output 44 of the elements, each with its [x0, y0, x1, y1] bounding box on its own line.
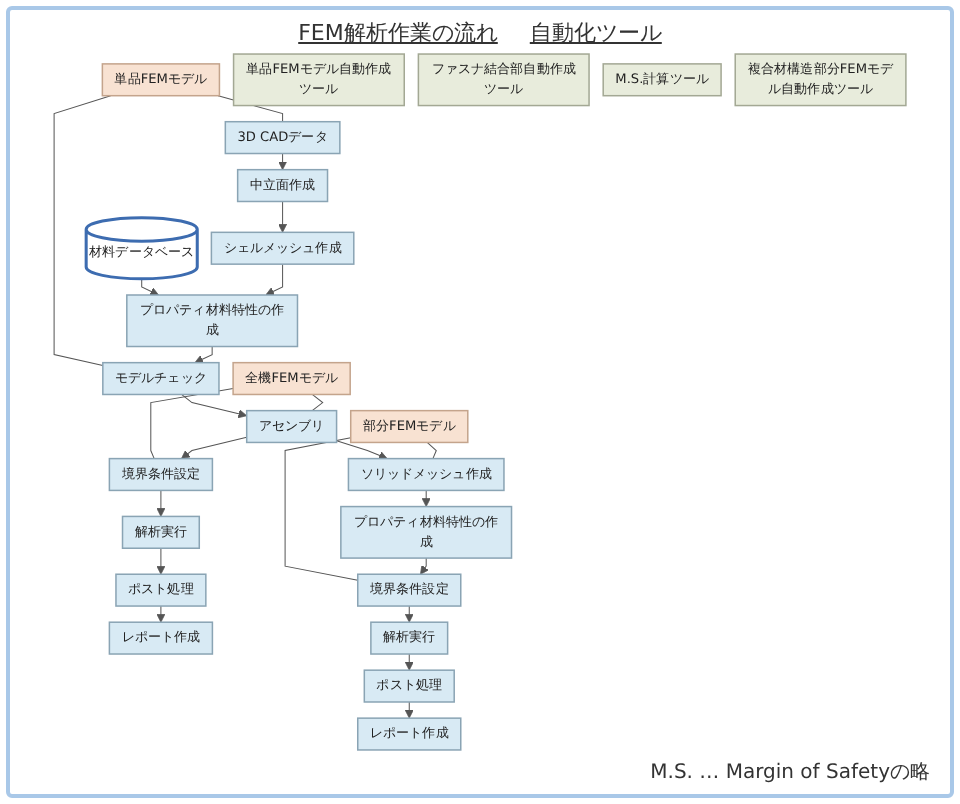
- node-box: [370, 621, 449, 655]
- arrow: [181, 436, 248, 459]
- arrow: [278, 153, 288, 171]
- node-box: [349, 409, 469, 444]
- node-box: [210, 231, 355, 265]
- diagram-title: FEM解析作業の流れ: [298, 20, 498, 46]
- arrow: [181, 393, 248, 419]
- arrow: [404, 653, 414, 671]
- arrow: [194, 346, 213, 364]
- connector: [53, 95, 112, 367]
- node-box: [417, 53, 590, 107]
- node-box: [602, 63, 722, 97]
- node-box: [363, 669, 455, 703]
- node-box: [108, 621, 214, 655]
- node-box: [101, 63, 221, 97]
- node-box: [347, 457, 505, 492]
- arrow: [420, 557, 429, 575]
- node-box: [232, 53, 405, 107]
- arrow: [156, 605, 166, 623]
- node-box: [108, 457, 214, 492]
- node-box: [357, 573, 462, 607]
- node-box: [121, 515, 201, 549]
- node-box: [734, 53, 907, 107]
- connector: [284, 437, 359, 581]
- column-heading: 自動化ツール: [529, 20, 662, 46]
- arrow: [278, 201, 288, 233]
- arrow: [156, 547, 166, 575]
- node-box: [115, 573, 207, 607]
- arrow: [141, 278, 159, 296]
- node-box: [245, 409, 338, 444]
- arrow: [336, 440, 388, 460]
- arrow: [404, 605, 414, 623]
- footnote: M.S. … Margin of Safetyの略: [650, 762, 930, 784]
- node-box: [357, 717, 462, 751]
- node-box: [232, 361, 351, 396]
- arrow: [265, 263, 284, 296]
- node-box: [126, 294, 299, 348]
- node-box: [102, 361, 220, 396]
- node-box: [224, 120, 341, 155]
- node-box: [236, 168, 329, 203]
- node-box: [340, 505, 513, 559]
- arrow: [421, 489, 431, 507]
- arrow: [156, 489, 166, 517]
- arrow: [404, 701, 414, 719]
